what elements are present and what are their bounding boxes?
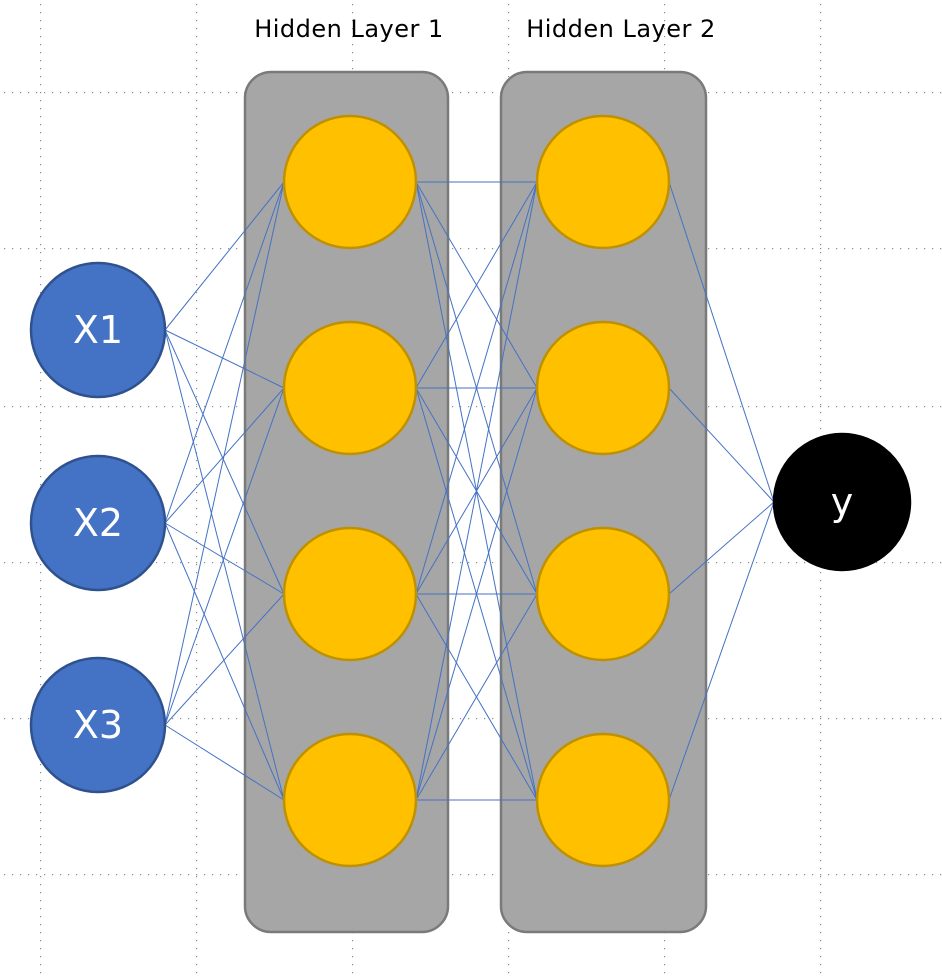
hidden1-node-2 bbox=[282, 320, 418, 456]
input-node-2-label: X2 bbox=[73, 501, 123, 545]
hidden1-node-1 bbox=[282, 114, 418, 250]
input-node-1-circle bbox=[29, 261, 167, 399]
edge-hidden1-3-to-hidden2-1 bbox=[415, 181, 538, 595]
hidden2-node-2-circle bbox=[535, 320, 671, 456]
hidden-layer-1-title: Hidden Layer 1 bbox=[254, 15, 444, 43]
edge-input-2-to-hidden1-1 bbox=[164, 181, 285, 524]
edge-input-1-to-hidden1-4 bbox=[164, 329, 285, 801]
edge-input-3-to-hidden1-3 bbox=[164, 593, 285, 726]
hidden2-node-2 bbox=[535, 320, 671, 456]
hidden-layer-2-title: Hidden Layer 2 bbox=[526, 15, 716, 43]
input-node-1-label: X1 bbox=[73, 308, 123, 352]
edge-hidden2-2-to-output-1 bbox=[668, 387, 775, 503]
output-node-1-circle bbox=[772, 432, 912, 572]
edge-input-2-to-hidden1-4 bbox=[164, 522, 285, 801]
edge-input-3-to-hidden1-1 bbox=[164, 181, 285, 726]
input-node-2: X2 bbox=[29, 454, 167, 592]
edge-hidden1-4-to-hidden2-3 bbox=[415, 593, 538, 801]
hidden2-node-4-circle bbox=[535, 732, 671, 868]
edge-input-1-to-hidden1-1 bbox=[164, 181, 285, 331]
hidden2-node-3-circle bbox=[535, 526, 671, 662]
input-node-3: X3 bbox=[29, 656, 167, 794]
edge-hidden2-3-to-output-1 bbox=[668, 501, 775, 595]
hidden1-node-3-circle bbox=[282, 526, 418, 662]
hidden-layer-1-panel bbox=[243, 70, 450, 934]
edge-hidden1-4-to-hidden2-1 bbox=[415, 181, 538, 801]
hidden-layer-2-panel bbox=[499, 70, 708, 934]
input-node-1: X1 bbox=[29, 261, 167, 399]
edge-hidden2-1-to-output-1 bbox=[668, 181, 775, 503]
edge-input-3-to-hidden1-4 bbox=[164, 724, 285, 801]
hidden1-node-1-circle bbox=[282, 114, 418, 250]
hidden2-node-4 bbox=[535, 732, 671, 868]
input-node-2-circle bbox=[29, 454, 167, 592]
output-node-1: y bbox=[772, 432, 912, 572]
edge-hidden2-4-to-output-1 bbox=[668, 501, 775, 801]
hidden2-node-1 bbox=[535, 114, 671, 250]
hidden2-node-1-circle bbox=[535, 114, 671, 250]
input-node-3-label: X3 bbox=[73, 703, 123, 747]
hidden1-node-2-circle bbox=[282, 320, 418, 456]
hidden1-node-3 bbox=[282, 526, 418, 662]
hidden1-node-4 bbox=[282, 732, 418, 868]
edge-input-1-to-hidden1-2 bbox=[164, 329, 285, 389]
connections bbox=[164, 181, 775, 801]
hidden2-node-3 bbox=[535, 526, 671, 662]
input-node-3-circle bbox=[29, 656, 167, 794]
edge-input-2-to-hidden1-3 bbox=[164, 522, 285, 595]
edge-hidden1-4-to-hidden2-2 bbox=[415, 387, 538, 801]
edge-input-3-to-hidden1-2 bbox=[164, 387, 285, 726]
output-node-1-label: y bbox=[831, 480, 854, 524]
hidden1-node-4-circle bbox=[282, 732, 418, 868]
edge-hidden1-2-to-hidden2-1 bbox=[415, 181, 538, 389]
edge-input-1-to-hidden1-3 bbox=[164, 329, 285, 595]
